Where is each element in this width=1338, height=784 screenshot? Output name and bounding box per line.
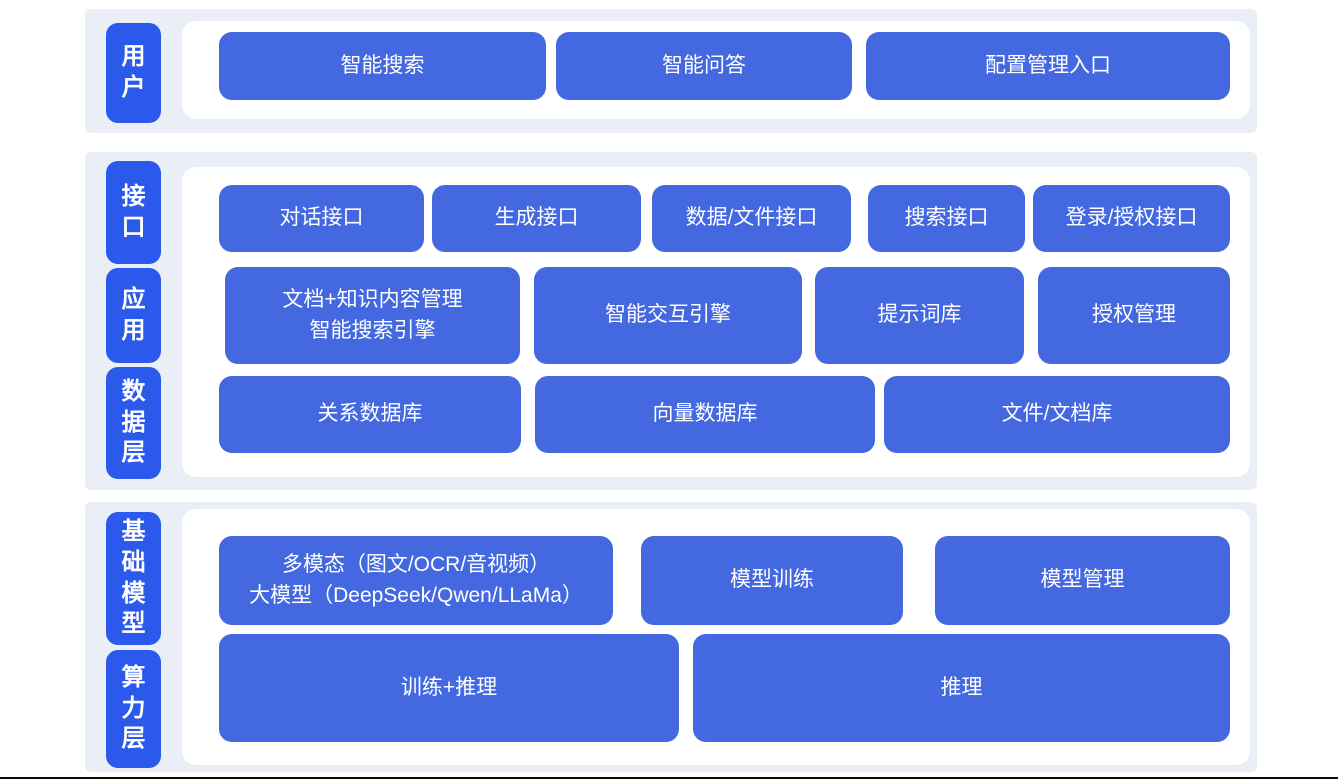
box-relational-db: 关系数据库: [219, 376, 521, 453]
layer-label-interface: 接口: [106, 161, 161, 264]
box-prompt-library: 提示词库: [815, 267, 1024, 364]
box-smart-qa: 智能问答: [556, 32, 852, 100]
user-layer-section: 用户 智能搜索 智能问答 配置管理入口: [85, 9, 1257, 133]
box-search-api: 搜索接口: [868, 185, 1025, 252]
bottom-divider: [0, 777, 1338, 779]
box-file-doc-store: 文件/文档库: [884, 376, 1230, 453]
layer-label-application: 应用: [106, 268, 161, 363]
box-doc-knowledge-search-engine: 文档+知识内容管理 智能搜索引擎: [225, 267, 520, 364]
user-layer-card: 智能搜索 智能问答 配置管理入口: [182, 21, 1250, 119]
foundation-layers-card: 多模态（图文/OCR/音视频） 大模型（DeepSeek/Qwen/LLaMa）…: [182, 509, 1250, 765]
layer-label-foundation-model: 基础模型: [106, 512, 161, 645]
box-model-training: 模型训练: [641, 536, 903, 625]
middle-layers-card: 对话接口 生成接口 数据/文件接口 搜索接口 登录/授权接口 文档+知识内容管理…: [182, 167, 1250, 477]
layer-label-data: 数据层: [106, 367, 161, 479]
box-inference: 推理: [693, 634, 1230, 742]
box-generation-api: 生成接口: [432, 185, 641, 252]
box-auth-management: 授权管理: [1038, 267, 1230, 364]
box-smart-search: 智能搜索: [219, 32, 546, 100]
box-multimodal-llm: 多模态（图文/OCR/音视频） 大模型（DeepSeek/Qwen/LLaMa）: [219, 536, 613, 625]
box-vector-db: 向量数据库: [535, 376, 875, 453]
foundation-layers-section: 基础模型 算力层 多模态（图文/OCR/音视频） 大模型（DeepSeek/Qw…: [85, 502, 1257, 772]
box-dialog-api: 对话接口: [219, 185, 424, 252]
layer-label-user: 用户: [106, 23, 161, 123]
box-login-auth-api: 登录/授权接口: [1033, 185, 1230, 252]
box-model-management: 模型管理: [935, 536, 1230, 625]
box-interactive-engine: 智能交互引擎: [534, 267, 802, 364]
box-training-inference: 训练+推理: [219, 634, 679, 742]
box-config-entry: 配置管理入口: [866, 32, 1230, 100]
box-data-file-api: 数据/文件接口: [652, 185, 851, 252]
layer-label-compute: 算力层: [106, 650, 161, 768]
middle-layers-section: 接口 应用 数据层 对话接口 生成接口 数据/文件接口 搜索接口 登录/授权接口…: [85, 152, 1257, 490]
